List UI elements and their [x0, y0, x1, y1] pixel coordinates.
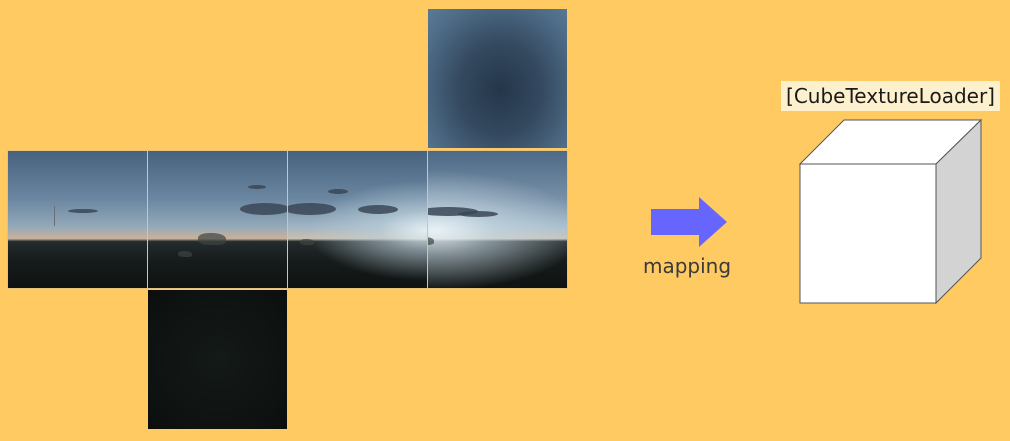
skybox-face-front [147, 150, 288, 289]
skybox-face-top [428, 9, 567, 148]
cube-icon [798, 118, 983, 305]
arrow-shape [651, 197, 727, 247]
cube-front-face [799, 163, 937, 304]
cube-texture-loader-label: [CubeTextureLoader] [781, 81, 1000, 111]
skybox-face-left [7, 150, 148, 289]
skybox-face-bottom [148, 290, 287, 429]
skybox-face-back [427, 150, 568, 289]
mapping-label: mapping [643, 254, 732, 278]
right-arrow-icon [651, 197, 727, 247]
skybox-face-right [287, 150, 428, 289]
